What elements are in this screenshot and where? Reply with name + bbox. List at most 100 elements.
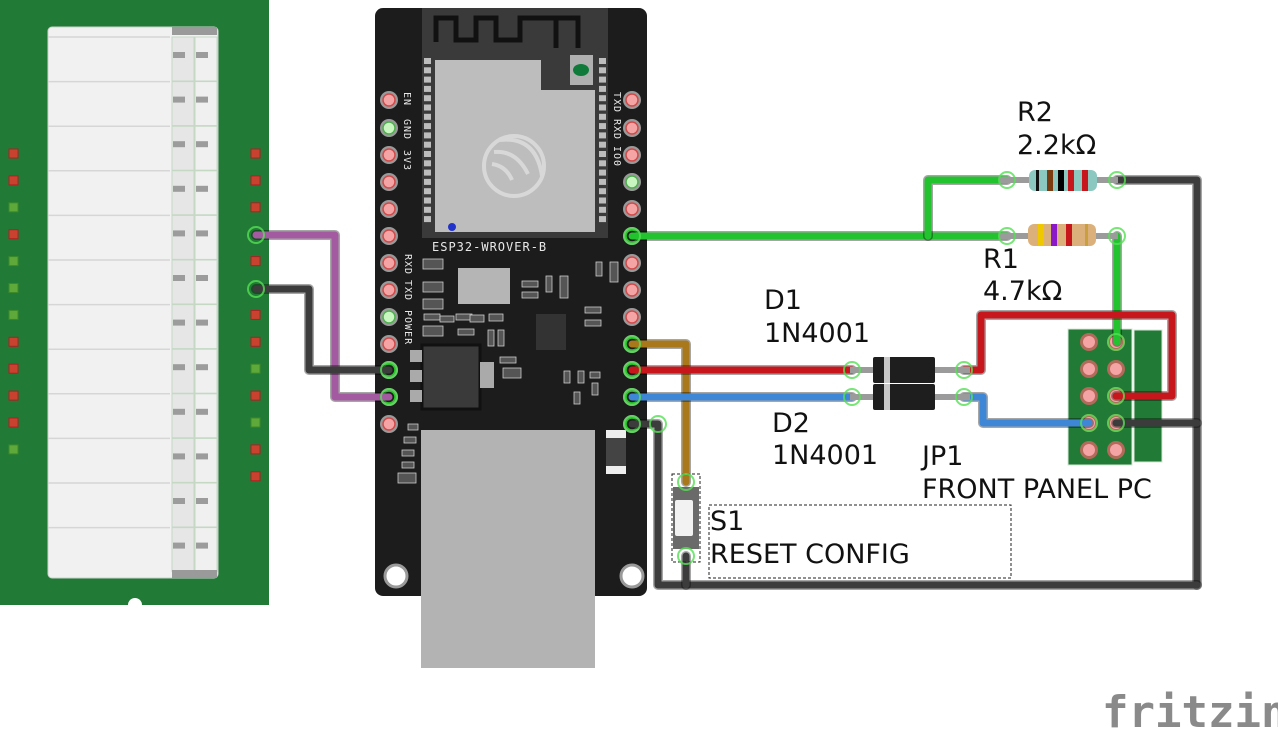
castellation-pad: [599, 85, 606, 92]
smd-part: [591, 382, 599, 396]
header-pin: [382, 310, 396, 324]
capacitor-end: [606, 466, 626, 474]
resistor-r1[interactable]: [1000, 224, 1118, 246]
header-pin: [382, 175, 396, 189]
mount-hole-right: [619, 563, 645, 589]
jp1-ref-label: JP1: [920, 441, 963, 472]
atx-pin-marker: [250, 148, 261, 159]
atx-pin-cell: [171, 170, 195, 216]
wire-endpoint: [843, 388, 861, 406]
regulator-tab: [480, 362, 494, 388]
smd-part: [401, 449, 415, 457]
castellation-pad: [424, 95, 431, 102]
usb-connector: [421, 430, 595, 668]
atx-pin-contact: [173, 185, 185, 192]
atx-connector[interactable]: [0, 0, 269, 605]
smd-part: [595, 261, 603, 277]
atx-pin-cell: [171, 81, 195, 127]
atx-pin-marker: [8, 148, 19, 159]
smd-part: [397, 472, 417, 484]
atx-pin-contact: [173, 275, 185, 281]
smd-part: [497, 329, 505, 347]
smd-part: [422, 298, 444, 310]
wire-endpoint: [1108, 227, 1126, 245]
atx-pin-contact: [196, 185, 208, 192]
atx-bottom-bar: [172, 570, 217, 578]
smd-part: [439, 315, 455, 323]
esp32-board[interactable]: ESP32-WROVER-B EN GND 3V3 TXD RXD IO0 RX…: [375, 8, 647, 668]
d1-value-label: 1N4001: [764, 318, 870, 349]
smd-part: [457, 328, 475, 336]
atx-pin-marker: [250, 417, 261, 428]
atx-pin-marker: [8, 309, 19, 320]
s1-value-label: RESET CONFIG: [710, 539, 910, 570]
diode-d2[interactable]: [850, 384, 970, 410]
s1-ref-label: S1: [710, 506, 744, 537]
atx-pin-contact: [196, 498, 208, 504]
wire-endpoint: [1108, 171, 1126, 189]
castellation-pad: [599, 76, 606, 83]
atx-pin-marker: [250, 471, 261, 482]
atx-pin-contact: [196, 364, 208, 371]
atx-pin-contact: [173, 96, 185, 103]
atx-pin-contact: [196, 453, 208, 460]
atx-pin-marker: [250, 336, 261, 347]
smd-part: [563, 370, 571, 384]
r2-band: [1082, 170, 1088, 191]
wire-blue-d2-to-jp1: [960, 393, 1093, 427]
jp1-pin: [1110, 444, 1122, 456]
atx-pin-cell: [194, 482, 218, 528]
led-label-rxd: RXD: [402, 254, 413, 275]
atx-pin-cell: [171, 36, 195, 82]
capacitor-end: [606, 430, 626, 438]
atx-pin-marker: [8, 417, 19, 428]
atx-pin-contact: [173, 141, 185, 148]
s1-label-box: [708, 504, 1012, 579]
smd-part: [423, 313, 441, 321]
d1-ref-label: D1: [764, 285, 802, 316]
atx-pin-contact: [196, 230, 208, 237]
atx-pin-contact: [196, 96, 208, 103]
atx-pin-marker: [250, 444, 261, 455]
smd-part: [488, 313, 504, 322]
r2-ref-label: R2: [1017, 97, 1053, 128]
atx-pin-markers: [8, 148, 261, 482]
wire-endpoint: [380, 361, 398, 379]
atx-pin-cell: [194, 393, 218, 439]
wire-endpoint: [677, 547, 695, 565]
atx-pin-marker: [250, 309, 261, 320]
esp32-module-shield: [435, 60, 595, 232]
castellation-pad: [424, 188, 431, 195]
castellation-pad: [424, 206, 431, 213]
resistor-r2[interactable]: [1000, 170, 1118, 191]
header-pin: [625, 148, 639, 162]
voltage-regulator: [420, 343, 482, 411]
jp1-pin: [1083, 363, 1095, 375]
castellation-pad: [424, 197, 431, 204]
wire-endpoint: [247, 226, 265, 244]
atx-pin-contact: [173, 453, 185, 460]
smd-part: [401, 461, 415, 469]
d1-body: [873, 357, 935, 383]
r2-value-label: 2.2kΩ: [1017, 130, 1096, 161]
atx-pin-cell: [194, 437, 218, 483]
r1-band: [1038, 224, 1044, 246]
atx-pin-marker: [8, 363, 19, 374]
wire-endpoint: [955, 388, 973, 406]
chip-large: [458, 268, 510, 304]
atx-pin-cell: [171, 348, 195, 394]
atx-pin-contact: [173, 542, 185, 549]
switch-s1[interactable]: [671, 473, 1012, 579]
header-pin: [625, 256, 639, 270]
wire-black-atx-to-esp-gnd: [252, 285, 393, 374]
right-pin-label-txd: TXD: [611, 92, 622, 113]
atx-pin-cell: [194, 348, 218, 394]
castellation-pad: [424, 67, 431, 74]
atx-pin-cell: [194, 36, 218, 82]
atx-pin-cell: [194, 527, 218, 573]
diode-d1[interactable]: [850, 357, 970, 383]
atx-pin-marker: [8, 390, 19, 401]
wire-endpoint: [955, 361, 973, 379]
jp1-value-label: FRONT PANEL PC: [922, 474, 1152, 505]
atx-pin-marker: [8, 175, 19, 186]
